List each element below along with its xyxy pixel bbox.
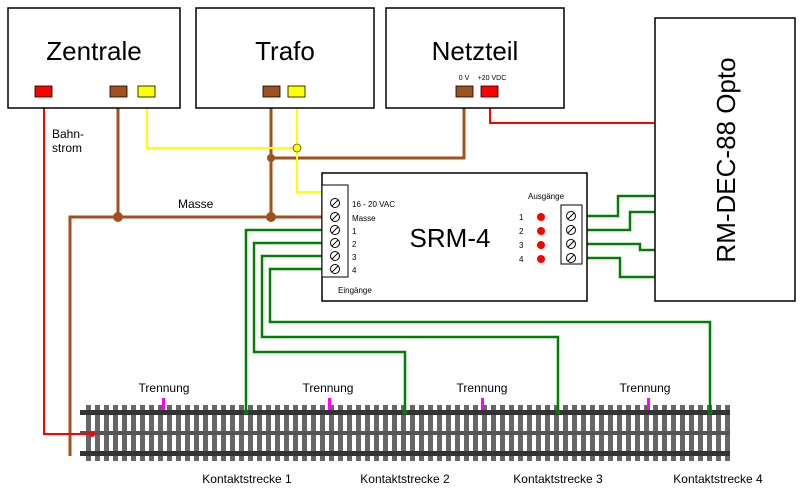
srm-outputs-title: Ausgänge (528, 192, 565, 201)
trafo-title: Trafo (255, 36, 315, 66)
terminal-screw-slot (331, 199, 339, 207)
netzteil-title: Netzteil (432, 36, 519, 66)
terminal-screw-slot (331, 265, 339, 273)
srm-4-title: SRM-4 (410, 223, 491, 253)
trafo-masse-pin (262, 85, 281, 98)
segment-label-3: Kontaktstrecke 3 (513, 472, 603, 486)
srm-output-screws (566, 211, 576, 263)
segment-label-2: Kontaktstrecke 2 (360, 472, 450, 486)
srm-output-label-2: 2 (519, 227, 524, 236)
segment-label-4: Kontaktstrecke 4 (673, 472, 763, 486)
terminal-screw-slot (567, 226, 575, 234)
srm-led-1 (537, 213, 545, 221)
separator-label-2: Trennung (303, 381, 354, 395)
srm-inputs-title: Eingänge (338, 286, 372, 295)
srm-output-label-4: 4 (519, 255, 524, 264)
separator-marker-4 (647, 398, 650, 410)
trafo-box (195, 7, 375, 109)
rm-dec-title: RM-DEC-88 Opto (711, 57, 741, 262)
green-wires (244, 194, 712, 410)
masse-junction-2 (266, 212, 276, 222)
srm-led-4 (537, 255, 545, 263)
zentrale-trafo-pin (137, 85, 156, 98)
srm-input-label-ac: 16 - 20 VAC (352, 200, 395, 209)
bahnstrom-label-line2: strom (52, 141, 82, 155)
zentrale-bahnstrom-pin (34, 85, 53, 98)
terminal-screw-slot (331, 252, 339, 260)
srm-input-label-4: 4 (352, 266, 357, 275)
terminal-screw-slot (567, 240, 575, 248)
terminal-screw-slot (567, 254, 575, 262)
srm-input-screws (330, 198, 340, 274)
contact-1-connection (243, 409, 249, 415)
terminal-screw-slot (567, 212, 575, 220)
netzteil-20v-pin (480, 85, 499, 98)
netzteil-20v-label: +20 VDC (478, 75, 507, 82)
separator-label-4: Trennung (620, 381, 671, 395)
contact-4-connection (707, 409, 713, 415)
terminal-screw-slot (331, 226, 339, 234)
terminal-screw-slot (331, 239, 339, 247)
track-center-rail (80, 431, 730, 435)
terminal-screw-slot (331, 213, 339, 221)
segment-label-1: Kontaktstrecke 1 (202, 472, 292, 486)
srm-led-3 (537, 241, 545, 249)
masse-junction-1 (113, 212, 123, 222)
trafo-junction (292, 143, 302, 153)
srm-input-label-masse: Masse (352, 214, 376, 223)
srm-input-label-1: 1 (352, 227, 357, 236)
contact-2-connection (402, 409, 408, 415)
netzteil-0v-label: 0 V (459, 75, 470, 82)
srm-4-box (321, 172, 588, 302)
separator-marker-2 (328, 398, 331, 410)
separator-label-1: Trennung (139, 381, 190, 395)
trafo-wires (146, 96, 330, 193)
bahnstrom-label-line1: Bahn- (52, 127, 84, 141)
separator-marker-3 (481, 398, 484, 410)
zentrale-masse-pin (109, 85, 128, 98)
track-rail-bottom (80, 451, 730, 456)
netzteil-0v-pin (455, 85, 474, 98)
separator-label-3: Trennung (457, 381, 508, 395)
masse-wires (68, 96, 466, 456)
zentrale-title: Zentrale (46, 36, 141, 66)
srm-led-2 (537, 227, 545, 235)
bahnstrom-track-connection (89, 431, 95, 437)
srm-output-label-1: 1 (519, 213, 524, 222)
masse-label: Masse (178, 197, 214, 211)
rm-dec-box (654, 17, 796, 302)
trafo-ac-pin (287, 85, 306, 98)
srm-input-label-2: 2 (352, 240, 357, 249)
masse-junction-3 (267, 154, 275, 162)
separator-marker-1 (162, 398, 165, 410)
contact-3-connection (555, 409, 561, 415)
srm-input-label-3: 3 (352, 253, 357, 262)
srm-output-label-3: 3 (519, 241, 524, 250)
netzteil-box (385, 7, 565, 109)
srm-input-terminal-strip (321, 184, 349, 278)
